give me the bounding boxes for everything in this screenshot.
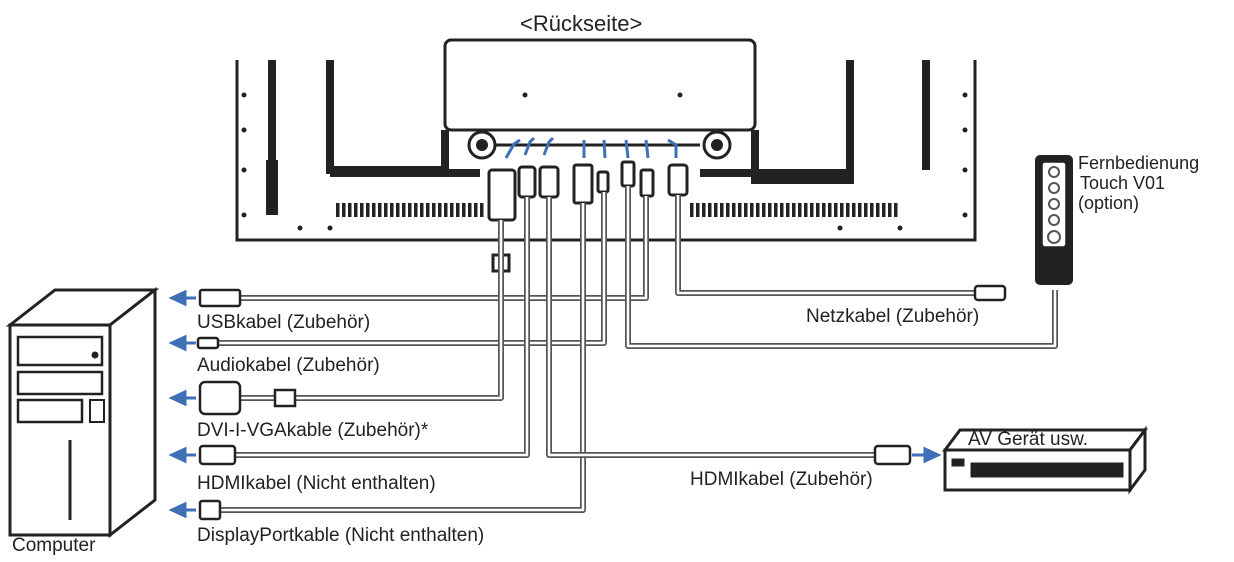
usb-plug-icon bbox=[198, 288, 242, 308]
audio-cable bbox=[218, 192, 607, 346]
power-cable bbox=[675, 195, 975, 296]
dvi-vga-cable-label: DVI-I-VGAkable (Zubehör)* bbox=[197, 420, 429, 441]
power-connector-icon bbox=[667, 163, 689, 197]
vent-right bbox=[922, 60, 930, 170]
monitor-rear bbox=[235, 38, 977, 242]
hdmi-av-cable-label: HDMIkabel (Zubehör) bbox=[690, 469, 873, 490]
cables bbox=[218, 186, 1058, 513]
remote-label-line2: Touch V01 bbox=[1080, 173, 1166, 193]
remote-control-icon bbox=[1035, 155, 1073, 285]
vent-bottom-right bbox=[690, 203, 900, 217]
remote-cable bbox=[625, 186, 1058, 349]
mount-knob-left bbox=[467, 130, 497, 160]
page-title: <Rückseite> bbox=[520, 11, 643, 36]
cable-plugs bbox=[196, 284, 1007, 521]
remote-label-line1: Fernbedienung bbox=[1078, 153, 1200, 173]
rear-connectors bbox=[487, 160, 689, 273]
vent-bottom-left bbox=[335, 203, 485, 217]
vga-plug-icon bbox=[198, 380, 242, 416]
direction-arrows bbox=[168, 289, 942, 519]
screw-dots bbox=[241, 92, 968, 231]
dp-plug-icon bbox=[198, 499, 222, 521]
frame-rib-right bbox=[751, 60, 854, 184]
usb-cable-label: USBkabel (Zubehör) bbox=[197, 312, 371, 333]
hdmi-connector-icon bbox=[517, 165, 537, 199]
port-arrows bbox=[504, 136, 678, 159]
displayport-cable bbox=[220, 203, 586, 513]
power-cable-label: Netzkabel (Zubehör) bbox=[806, 306, 980, 327]
computer-label: Computer bbox=[12, 535, 96, 556]
av-device-label: AV Gerät usw. bbox=[968, 429, 1089, 450]
hdmi-computer-cable-label: HDMIkabel (Nicht enthalten) bbox=[197, 473, 436, 494]
av-device-icon bbox=[942, 425, 1148, 495]
dvi-vga-cable bbox=[240, 220, 504, 401]
monitor-stand-recess bbox=[443, 38, 757, 132]
audio-plug-icon bbox=[196, 336, 220, 350]
hdmi-av-cable bbox=[546, 197, 875, 458]
displayport-cable-label: DisplayPortkable (Nicht enthalten) bbox=[197, 525, 485, 546]
hdmi-computer-cable bbox=[235, 197, 530, 458]
hdmi-plug-right-icon bbox=[873, 444, 912, 466]
mount-knob-right bbox=[702, 130, 732, 160]
remote-label-line3: (option) bbox=[1078, 193, 1140, 213]
hdmi-plug-left-icon bbox=[198, 444, 237, 466]
vga-ferrite-icon bbox=[273, 388, 297, 408]
power-plug-icon bbox=[973, 284, 1007, 302]
audio-connector-icon bbox=[596, 170, 610, 194]
usb-connector-icon bbox=[620, 160, 636, 188]
usb-cable bbox=[240, 196, 649, 301]
computer-tower-icon bbox=[5, 286, 160, 539]
displayport-connector-icon bbox=[572, 163, 594, 205]
frame-rib-left bbox=[326, 60, 449, 174]
audio-cable-label: Audiokabel (Zubehör) bbox=[197, 355, 380, 376]
vent-left bbox=[266, 60, 278, 215]
dvi-connector-icon bbox=[487, 168, 517, 222]
